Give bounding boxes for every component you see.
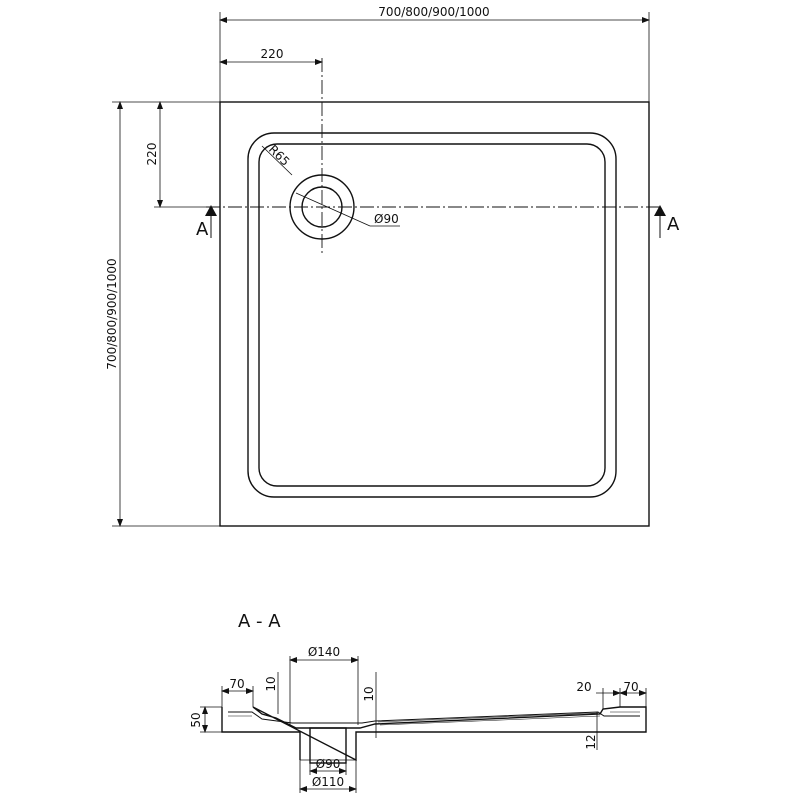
drain-diameter-label: Ø90 [374,212,399,226]
rim-width-right-label: 70 [623,680,638,694]
section-view: A - A Ø140 70 10 10 [189,611,647,793]
bowl-diameter-label: Ø140 [308,645,340,659]
basin-outer-edge [247,132,617,498]
section-title: A - A [238,611,281,632]
corner-radius-label: R65 [266,142,293,169]
section-profile-inner [228,711,640,724]
section-marker-left: A [196,205,217,240]
outlet-pipe [309,727,347,764]
svg-text:A: A [667,214,680,235]
drain-diameter-leader [295,192,371,227]
overall-height-label: 700/800/900/1000 [105,258,119,369]
overall-width-label: 700/800/900/1000 [378,5,489,19]
height-label: 50 [189,712,203,727]
plan-view: Ø90 R65 700/800/900/1000 220 700/800/900… [105,5,680,527]
section-profile-outer [221,706,647,762]
section-hatch [228,711,640,726]
step-left-label: 10 [264,676,278,691]
outlet-outer-label: Ø110 [312,775,344,789]
outlet-inner-label: Ø90 [316,757,341,771]
drain-offset-x-label: 220 [261,47,284,61]
drain-offset-y-label: 220 [145,143,159,166]
svg-text:A: A [196,219,209,240]
step-right-label: 10 [362,686,376,701]
basin-inner-edge [258,143,606,487]
thickness-label: 12 [584,734,598,749]
rim-width-left-label: 70 [229,677,244,691]
slope-label: 20 [576,680,591,694]
corner-radius-leader [261,145,293,176]
tray-outline [219,101,650,527]
section-marker-right: A [654,205,680,238]
